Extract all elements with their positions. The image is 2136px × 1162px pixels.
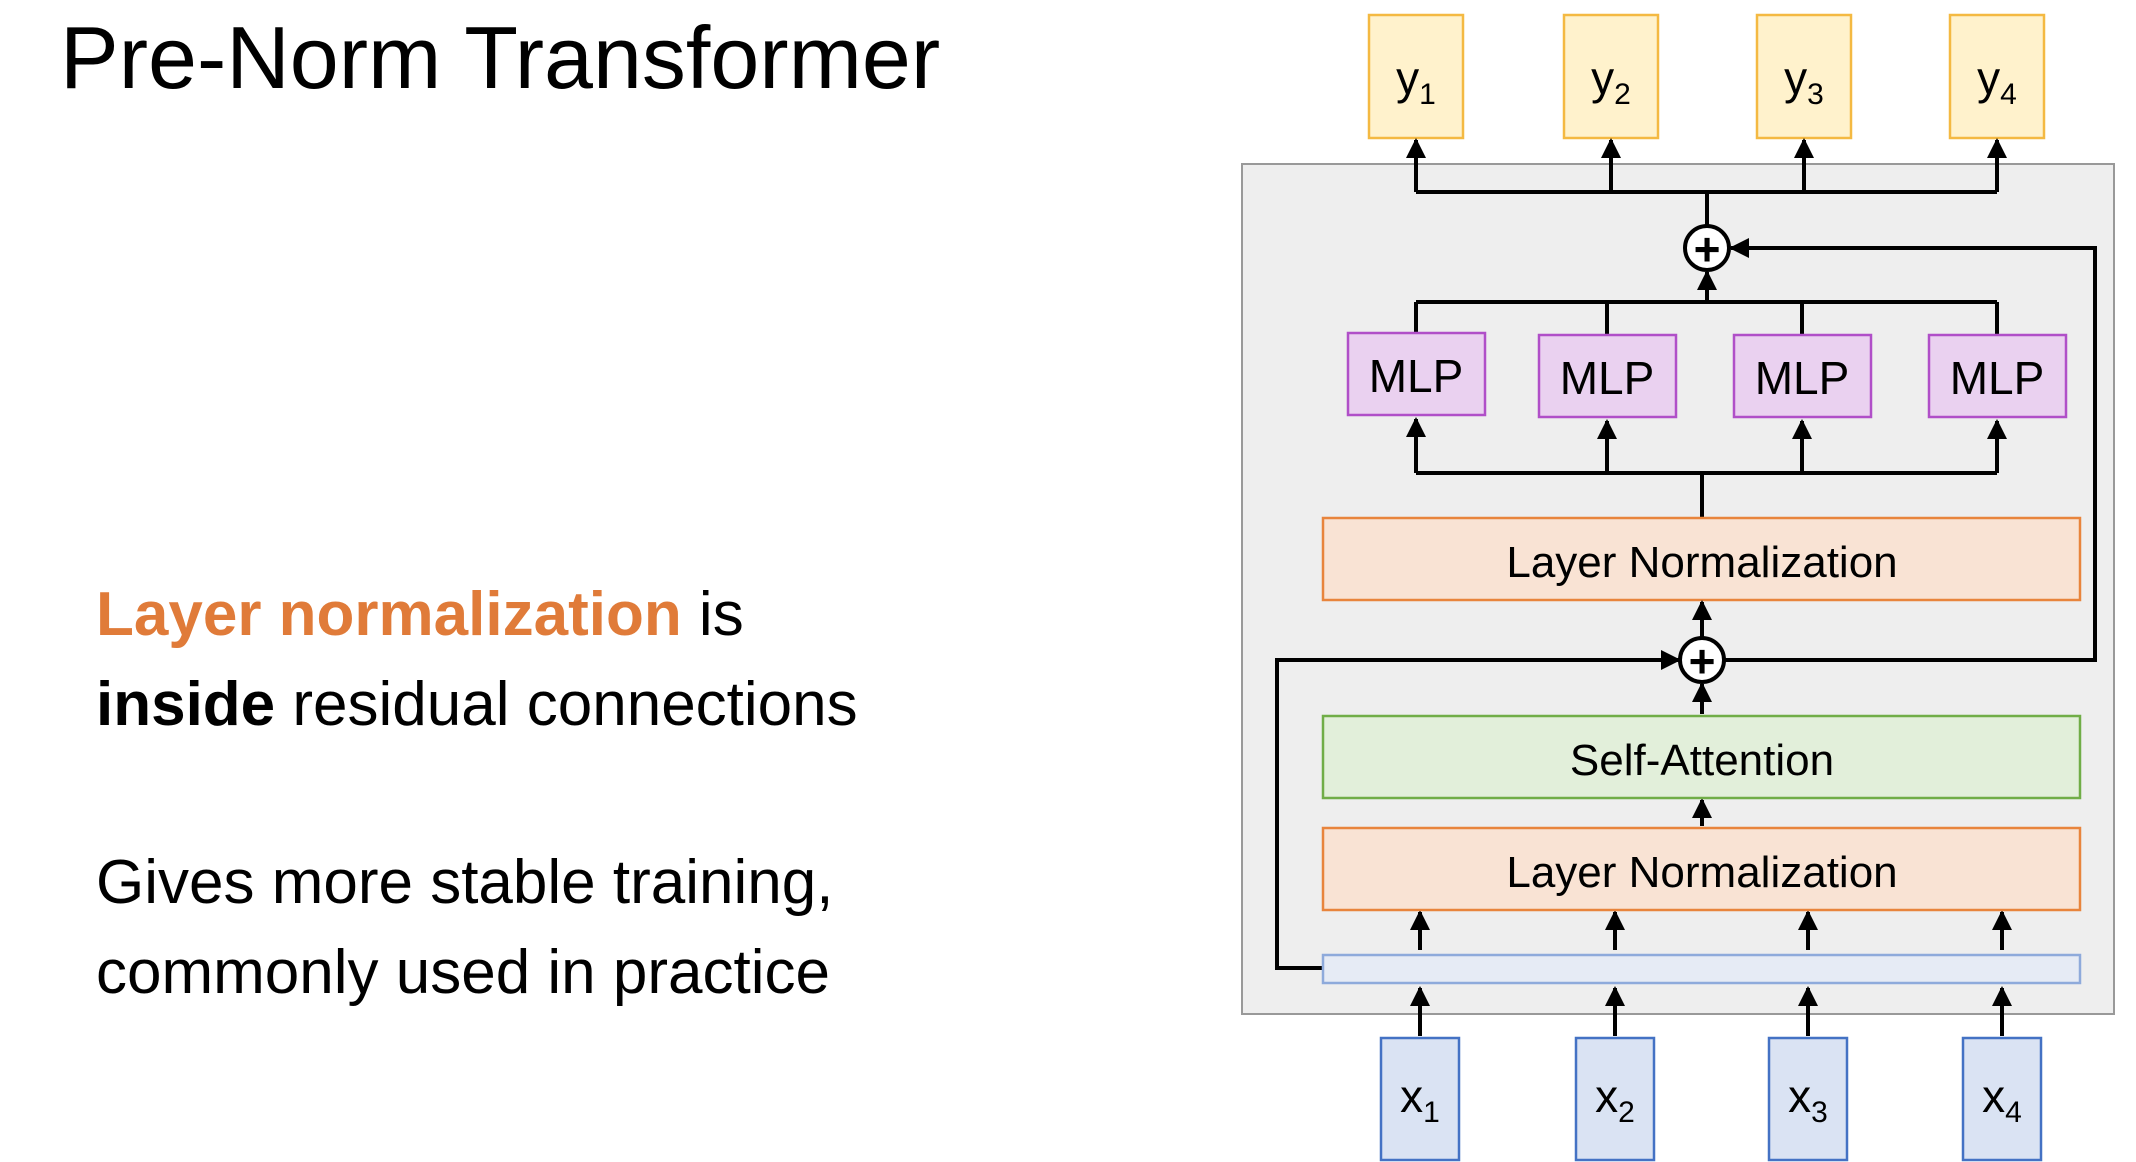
- point-stability-line2: commonly used in practice: [96, 938, 830, 1007]
- input-x1: x1: [1379, 1036, 1461, 1162]
- highlight-layer-normalization: Layer normalization: [96, 580, 682, 649]
- layer-norm-1-label: Layer Normalization: [1506, 848, 1897, 897]
- self-attention-box: [1321, 714, 2082, 800]
- output-y2-label: y2: [1591, 52, 1631, 111]
- input-x1-label: x1: [1400, 1070, 1440, 1129]
- slide-title: Pre-Norm Transformer: [60, 8, 941, 107]
- input-x3: x3: [1767, 1036, 1849, 1162]
- input-x2-label: x2: [1595, 1070, 1635, 1129]
- mlp-3: MLP: [1732, 333, 1873, 419]
- input-x2: x2: [1574, 1036, 1656, 1162]
- input-tokens: x1 x2 x3 x4: [1379, 1036, 2043, 1162]
- mlp-4-box: [1927, 333, 2068, 419]
- mlp-2-label: MLP: [1560, 352, 1655, 404]
- mlp-output-connectors: [1414, 270, 1999, 335]
- plus-symbol-top: +: [1694, 223, 1721, 275]
- input-embedding-bar: [1321, 953, 2082, 985]
- output-y2: y2: [1562, 13, 1660, 140]
- output-y4-label: y4: [1977, 52, 2017, 111]
- output-y1-label: y1: [1396, 52, 1436, 111]
- output-y3: y3: [1755, 13, 1853, 140]
- input-x4: x4: [1961, 1036, 2043, 1162]
- input-x3-label: x3: [1788, 1070, 1828, 1129]
- mlp-2-box: [1537, 333, 1678, 419]
- input-x4-label: x4: [1982, 1070, 2022, 1129]
- point-stability-line1: Gives more stable training,: [96, 848, 834, 917]
- mlp-layer: MLP MLP MLP MLP: [1346, 331, 2068, 419]
- layer-norm-2-label: Layer Normalization: [1506, 538, 1897, 587]
- layer-norm-1: Layer Normalization: [1321, 826, 2082, 912]
- mlp-4-label: MLP: [1950, 352, 2045, 404]
- bold-inside: inside: [96, 670, 276, 739]
- output-y1: y1: [1367, 13, 1465, 140]
- plus-circle-middle: [1678, 636, 1726, 684]
- residual-paths: [1275, 238, 2097, 1036]
- point-layer-norm-line1: Layer normalization is: [96, 570, 858, 660]
- mlp-1-box: [1346, 331, 1487, 417]
- input-x1-box: [1379, 1036, 1461, 1162]
- layer-norm-2-box: [1321, 516, 2082, 602]
- input-x3-box: [1767, 1036, 1849, 1162]
- output-y1-box: [1367, 13, 1465, 140]
- output-connectors: [1406, 138, 2007, 228]
- point-stability: Gives more stable training, commonly use…: [96, 838, 833, 1018]
- input-x4-box: [1961, 1036, 2043, 1162]
- mlp-1-label: MLP: [1369, 350, 1464, 402]
- input-x2-box: [1574, 1036, 1656, 1162]
- output-y3-label: y3: [1784, 52, 1824, 111]
- mlp-3-label: MLP: [1755, 352, 1850, 404]
- mlp-1: MLP: [1346, 331, 1487, 417]
- output-tokens: y1 y2 y3 y4: [1367, 13, 2046, 140]
- residual-path-attention: [1275, 650, 1681, 970]
- mlp-4: MLP: [1927, 333, 2068, 419]
- self-attention: Self-Attention: [1321, 714, 2082, 800]
- residual-path-mlp: [1725, 238, 2097, 662]
- mlp-2: MLP: [1537, 333, 1678, 419]
- ln2-to-mlp-connectors: [1406, 417, 2007, 518]
- text-is: is: [681, 580, 744, 649]
- text-residual-connections: residual connections: [275, 670, 858, 739]
- self-attention-label: Self-Attention: [1570, 736, 1834, 785]
- output-y4-box: [1948, 13, 2046, 140]
- plus-symbol-middle: +: [1689, 635, 1716, 687]
- mlp-3-box: [1732, 333, 1873, 419]
- point-layer-norm-line2: inside residual connections: [96, 660, 858, 750]
- output-y4: y4: [1948, 13, 2046, 140]
- point-layer-norm: Layer normalization is inside residual c…: [96, 570, 858, 750]
- output-y2-box: [1562, 13, 1660, 140]
- layer-norm-2: Layer Normalization: [1321, 516, 2082, 602]
- layer-norm-1-box: [1321, 826, 2082, 912]
- residual-add-middle: +: [1678, 635, 1726, 687]
